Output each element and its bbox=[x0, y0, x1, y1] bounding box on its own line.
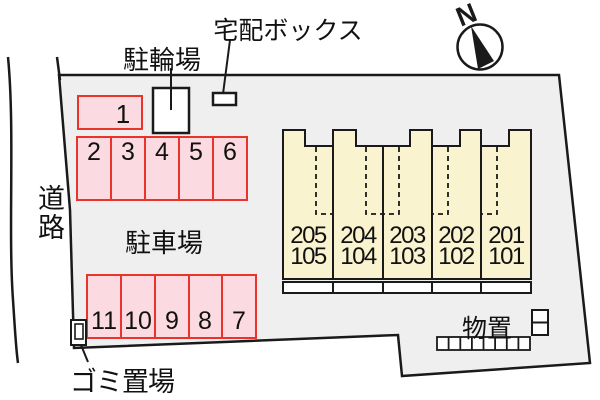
unit-lower: 104 bbox=[340, 243, 377, 270]
unit-number-203-103: 203 103 bbox=[382, 222, 432, 270]
compass: N bbox=[452, 0, 504, 71]
compass-needle bbox=[471, 26, 494, 69]
parking-number-1: 1 bbox=[115, 99, 131, 129]
unit-number-204-104: 204 104 bbox=[333, 222, 383, 270]
unit-upper: 201 bbox=[488, 222, 525, 249]
parking-space-6 bbox=[212, 136, 248, 201]
parking-space-1 bbox=[77, 95, 143, 130]
garbage-label-leader bbox=[80, 344, 89, 363]
storage-icon bbox=[531, 309, 549, 336]
storage-shed-row bbox=[436, 336, 531, 351]
unit-lower: 101 bbox=[488, 243, 525, 270]
parking-number-3: 3 bbox=[121, 138, 135, 166]
road-edge-line bbox=[6, 56, 20, 364]
site-boundary-extension bbox=[55, 56, 62, 81]
building-unit-201 bbox=[480, 129, 532, 280]
unit-lower: 102 bbox=[438, 243, 475, 270]
parking-number-2: 2 bbox=[87, 138, 101, 166]
unit-upper: 202 bbox=[438, 222, 475, 249]
delivery-label-leader bbox=[222, 39, 231, 95]
building-balconies bbox=[282, 281, 532, 294]
parking-number-5: 5 bbox=[189, 138, 203, 166]
parking-number-11: 11 bbox=[91, 307, 117, 335]
unit-upper: 205 bbox=[290, 222, 327, 249]
parking-space-2 bbox=[76, 136, 112, 201]
unit-upper: 204 bbox=[340, 222, 377, 249]
parking-number-9: 9 bbox=[165, 307, 179, 335]
parking-number-6: 6 bbox=[223, 138, 237, 166]
unit-number-202-102: 202 102 bbox=[431, 222, 481, 270]
parking-space-9 bbox=[154, 274, 190, 339]
parking-space-8 bbox=[188, 274, 223, 339]
unit-lower: 105 bbox=[290, 243, 327, 270]
parking-lot-label: 駐車場 bbox=[124, 228, 203, 258]
delivery-box bbox=[211, 91, 238, 107]
garbage-box bbox=[70, 319, 87, 346]
bicycle-parking-label: 駐輪場 bbox=[122, 45, 201, 75]
parking-space-4 bbox=[144, 136, 180, 201]
unit-upper: 203 bbox=[389, 222, 426, 249]
parking-space-11 bbox=[86, 274, 122, 339]
parking-number-8: 8 bbox=[198, 307, 212, 335]
storage-label: 物置 bbox=[461, 315, 512, 343]
delivery-box-label: 宅配ボックス bbox=[213, 17, 363, 45]
parking-number-4: 4 bbox=[155, 138, 169, 166]
parking-space-7 bbox=[221, 274, 257, 339]
building bbox=[282, 129, 532, 280]
unit-number-205-105: 205 105 bbox=[283, 222, 333, 270]
unit-number-201-101: 201 101 bbox=[481, 222, 531, 270]
parking-space-10 bbox=[120, 274, 156, 339]
parking-number-7: 7 bbox=[232, 307, 246, 335]
parking-number-10: 10 bbox=[124, 307, 152, 335]
parking-spaces bbox=[76, 95, 257, 339]
garbage-area-label: ゴミ置場 bbox=[70, 367, 175, 397]
road-label: 道路 bbox=[34, 184, 64, 242]
building-dashed-lines bbox=[315, 147, 498, 215]
parking-space-3 bbox=[110, 136, 146, 201]
unit-lower: 103 bbox=[389, 243, 426, 270]
